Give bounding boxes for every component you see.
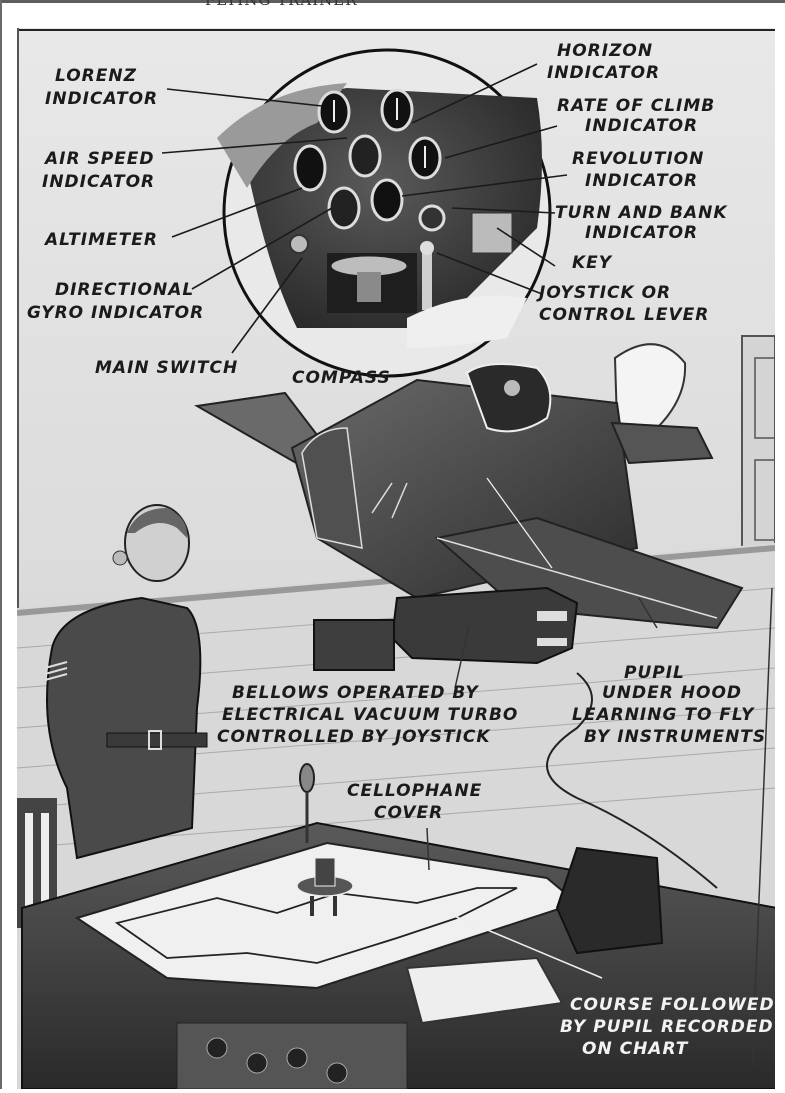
- label-course-followed: COURSE FOLLOWED BY PUPIL RECORDED ON CHA…: [560, 995, 775, 1059]
- svg-text:LORENZ: LORENZ: [55, 66, 137, 86]
- svg-text:COMPASS: COMPASS: [292, 368, 391, 388]
- svg-text:REVOLUTION: REVOLUTION: [572, 149, 704, 169]
- label-joystick-or-control-lever: JOYSTICK OR CONTROL LEVER: [536, 283, 709, 325]
- link-trainer-aircraft: [194, 343, 744, 630]
- svg-text:CONTROLLED BY JOYSTICK: CONTROLLED BY JOYSTICK: [217, 727, 491, 747]
- svg-text:INDICATOR: INDICATOR: [585, 223, 698, 243]
- label-main-switch: MAIN SWITCH: [95, 358, 238, 378]
- gauge-air-speed: [293, 144, 327, 192]
- svg-text:INDICATOR: INDICATOR: [547, 63, 660, 83]
- label-pupil-under-hood: PUPIL UNDER HOOD LEARNING TO FLY BY INST…: [572, 663, 766, 747]
- svg-text:INDICATOR: INDICATOR: [42, 172, 155, 192]
- svg-text:AIR SPEED: AIR SPEED: [43, 149, 155, 169]
- svg-text:JOYSTICK OR: JOYSTICK OR: [536, 283, 671, 303]
- label-turn-and-bank-indicator: TURN AND BANK INDICATOR: [555, 203, 728, 243]
- course-recorder-crab: [296, 857, 354, 916]
- label-key: KEY: [572, 253, 613, 273]
- svg-text:GYRO INDICATOR: GYRO INDICATOR: [27, 303, 204, 323]
- gauge-rate-of-climb: [408, 136, 442, 180]
- svg-text:BY PUPIL RECORDED: BY PUPIL RECORDED: [560, 1017, 774, 1037]
- svg-text:INDICATOR: INDICATOR: [45, 89, 158, 109]
- svg-text:KEY: KEY: [572, 253, 613, 273]
- instructor-figure: [44, 504, 208, 860]
- label-cellophane-cover: CELLOPHANE COVER: [347, 781, 482, 823]
- label-rate-of-climb-indicator: RATE OF CLIMB INDICATOR: [557, 96, 715, 136]
- svg-text:INDICATOR: INDICATOR: [585, 116, 698, 136]
- cable: [546, 672, 718, 889]
- course-leader-line: [446, 912, 603, 979]
- link-trainer-illustration: LORENZ INDICATOR AIR SPEED INDICATOR ALT…: [16, 28, 778, 1090]
- svg-text:CELLOPHANE: CELLOPHANE: [347, 781, 482, 801]
- cellophane-leader-line: [426, 827, 430, 871]
- svg-text:ALTIMETER: ALTIMETER: [43, 230, 158, 250]
- cut-off-heading: FLYING TRAINER: [205, 0, 358, 9]
- svg-text:BY INSTRUMENTS: BY INSTRUMENTS: [584, 727, 766, 747]
- bellows-leader-line: [454, 625, 470, 689]
- svg-text:ON CHART: ON CHART: [582, 1039, 689, 1059]
- svg-text:COVER: COVER: [374, 803, 443, 823]
- svg-text:COURSE FOLLOWED: COURSE FOLLOWED: [570, 995, 775, 1015]
- gauge-altimeter: [327, 186, 361, 230]
- label-altimeter: ALTIMETER: [43, 230, 158, 250]
- left-border-strip: [0, 0, 2, 1089]
- instructor-desk: [21, 763, 778, 1090]
- cable-right: [751, 587, 773, 1069]
- label-horizon-indicator: HORIZON INDICATOR: [547, 41, 660, 83]
- svg-text:LEARNING TO FLY: LEARNING TO FLY: [572, 705, 755, 725]
- svg-text:DIRECTIONAL: DIRECTIONAL: [55, 280, 194, 300]
- svg-text:UNDER HOOD: UNDER HOOD: [602, 683, 742, 703]
- cockpit-leader-lines: [161, 63, 568, 354]
- svg-text:CONTROL LEVER: CONTROL LEVER: [539, 305, 709, 325]
- pupil-leader-line: [638, 597, 658, 629]
- svg-text:ELECTRICAL VACUUM TURBO: ELECTRICAL VACUUM TURBO: [222, 705, 518, 725]
- svg-text:RATE OF CLIMB: RATE OF CLIMB: [557, 96, 715, 116]
- label-air-speed-indicator: AIR SPEED INDICATOR: [42, 149, 155, 192]
- gauge-turn-and-bank: [418, 204, 446, 232]
- gauge-horizon: [380, 88, 414, 132]
- svg-text:BELLOWS OPERATED BY: BELLOWS OPERATED BY: [232, 683, 479, 703]
- label-revolution-indicator: REVOLUTION INDICATOR: [572, 149, 704, 191]
- gauge-airspeed-top: [348, 134, 382, 178]
- trainer-base-bellows: [313, 586, 579, 671]
- gauge-revolution: [370, 178, 404, 222]
- label-lorenz-indicator: LORENZ INDICATOR: [45, 66, 158, 109]
- top-border-strip: [0, 0, 785, 3]
- svg-text:TURN AND BANK: TURN AND BANK: [555, 203, 728, 223]
- svg-text:PUPIL: PUPIL: [624, 663, 685, 683]
- svg-text:MAIN SWITCH: MAIN SWITCH: [95, 358, 238, 378]
- door: [741, 335, 776, 562]
- svg-text:HORIZON: HORIZON: [557, 41, 653, 61]
- label-directional-gyro-indicator: DIRECTIONAL GYRO INDICATOR: [27, 280, 204, 323]
- svg-text:INDICATOR: INDICATOR: [585, 171, 698, 191]
- label-compass: COMPASS: [292, 368, 391, 388]
- gauge-lorenz: [317, 90, 351, 134]
- label-bellows: BELLOWS OPERATED BY ELECTRICAL VACUUM TU…: [217, 683, 518, 747]
- main-switch-knob: [289, 234, 309, 254]
